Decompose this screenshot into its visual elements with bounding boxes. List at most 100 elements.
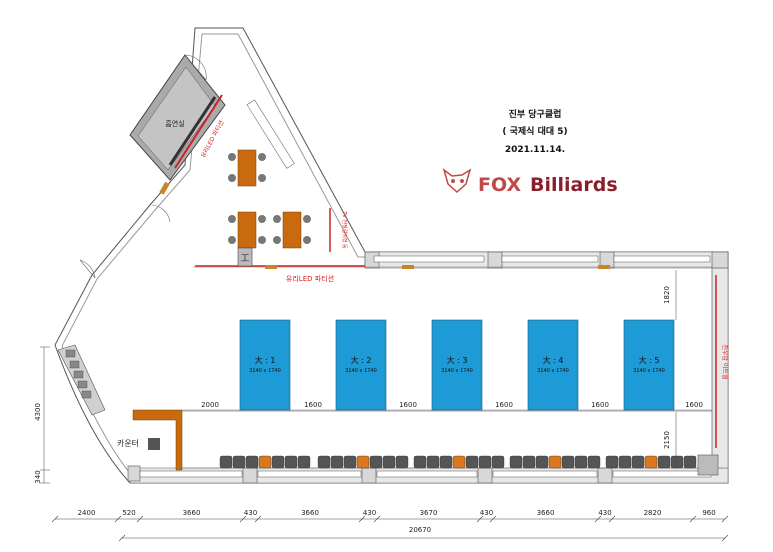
spectator-chair [509, 455, 523, 469]
tv-wall-label: TV 천정걸이형 등 [341, 210, 348, 249]
spectator-chair [478, 455, 492, 469]
spectator-chair [382, 455, 396, 469]
table-label: 大 : 5 [639, 355, 660, 365]
counter-label: 카운터 [117, 439, 139, 448]
spectator-chair [670, 455, 684, 469]
spectator-chair [439, 455, 453, 469]
side-table [548, 455, 562, 469]
spectator-chair [330, 455, 344, 469]
table-label: 大 : 1 [255, 355, 276, 365]
dim-bottom: 340 [34, 470, 42, 483]
spectator-chair [369, 455, 383, 469]
spectator-chair [657, 455, 671, 469]
spectator-chair [465, 455, 479, 469]
title-line1: 진부 당구클럽 [509, 108, 562, 120]
side-table [644, 455, 658, 469]
spectator-chair [426, 455, 440, 469]
table-label: 大 : 3 [447, 355, 468, 365]
dim-gap-3: 1600 [495, 401, 513, 409]
spectator-chair [683, 455, 697, 469]
dim-segment: 2400 [78, 509, 96, 517]
side-table [452, 455, 466, 469]
dim-segment: 3670 [420, 509, 438, 517]
columns [127, 251, 729, 484]
inner-dimensions: 2000 1600 1600 1600 1600 1600 1820 2150 [182, 270, 712, 468]
spectator-chair [561, 455, 575, 469]
logo-fox-text: FOX [478, 174, 521, 196]
table-size: 3140 x 1740 [441, 368, 473, 374]
smoking-room [129, 54, 226, 181]
spectator-chair [522, 455, 536, 469]
wall-fixtures [159, 181, 610, 269]
spectator-chair [297, 455, 311, 469]
spectator-chair [631, 455, 645, 469]
spectator-chair [284, 455, 298, 469]
spectator-chair [605, 455, 619, 469]
dim-segment: 3660 [537, 509, 555, 517]
dim-segment: 430 [480, 509, 493, 517]
smoking-room-label: 흡연실 [165, 119, 184, 128]
spectator-chair [395, 455, 409, 469]
spectator-chair [491, 455, 505, 469]
table-size: 3140 x 1740 [537, 368, 569, 374]
billiard-table: 大 : 2 3140 x 1740 [335, 319, 387, 411]
dim-segment: 960 [702, 509, 715, 517]
table-size: 3140 x 1740 [633, 368, 665, 374]
spectator-chair [232, 455, 246, 469]
spectator-chair [271, 455, 285, 469]
windows [139, 99, 712, 478]
table-label: 大 : 2 [351, 355, 372, 365]
fox-head-icon [442, 168, 472, 194]
spectator-chair [574, 455, 588, 469]
spectator-chair [219, 455, 233, 469]
dim-segment: 430 [363, 509, 376, 517]
spectator-chair [618, 455, 632, 469]
side-table [356, 455, 370, 469]
corner-fixture [697, 454, 719, 476]
dim-left-gap: 2000 [201, 401, 219, 409]
logo-billiards-text: Billiards [530, 174, 618, 196]
dim-segment: 520 [122, 509, 135, 517]
spectator-chair [587, 455, 601, 469]
glass-partition-label: 유리LED 파티션 [286, 274, 334, 283]
dim-segment: 430 [244, 509, 257, 517]
billiard-tables: 大 : 1 3140 x 1740 大 : 2 3140 x 1740 大 : 3 314… [239, 319, 675, 411]
billiard-table: 大 : 1 3140 x 1740 [239, 319, 291, 411]
dim-segment: 430 [598, 509, 611, 517]
title-date: 2021.11.14. [505, 145, 565, 155]
brand-logo: FOX Billiards [442, 168, 618, 196]
spectator-chair [317, 455, 331, 469]
spectator-chair [413, 455, 427, 469]
table-label: 大 : 4 [543, 355, 564, 365]
dim-bottom-clearance: 2150 [663, 431, 671, 449]
counter-area [57, 344, 183, 471]
billiard-table: 大 : 3 3140 x 1740 [431, 319, 483, 411]
svg-text:工: 工 [240, 254, 249, 264]
dim-gap-1: 1600 [304, 401, 322, 409]
dim-height: 4300 [34, 403, 42, 421]
side-table [258, 455, 272, 469]
spectator-chair [343, 455, 357, 469]
spectator-chair [245, 455, 259, 469]
dim-segment: 3660 [183, 509, 201, 517]
title-block: 진부 당구클럽 ( 국제식 대대 5) 2021.11.14. [502, 108, 567, 155]
table-size: 3140 x 1740 [249, 368, 281, 374]
lounge-furniture: 工 [228, 149, 311, 267]
spectator-seats [219, 455, 697, 469]
dim-total: 20670 [409, 526, 431, 534]
spectator-chair [535, 455, 549, 469]
billiard-table: 大 : 4 3140 x 1740 [527, 319, 579, 411]
table-size: 3140 x 1740 [345, 368, 377, 374]
left-dimensions: 4300 340 [34, 346, 50, 484]
title-line2: ( 국제식 대대 5) [502, 125, 567, 137]
bottom-ticks [51, 515, 729, 542]
dim-gap-2: 1600 [399, 401, 417, 409]
right-wall-label: 천우암 아트월 [721, 344, 729, 379]
doors [79, 54, 207, 279]
dim-gap-5: 1600 [685, 401, 703, 409]
billiard-table: 大 : 5 3140 x 1740 [623, 319, 675, 411]
dim-segment: 3660 [301, 509, 319, 517]
